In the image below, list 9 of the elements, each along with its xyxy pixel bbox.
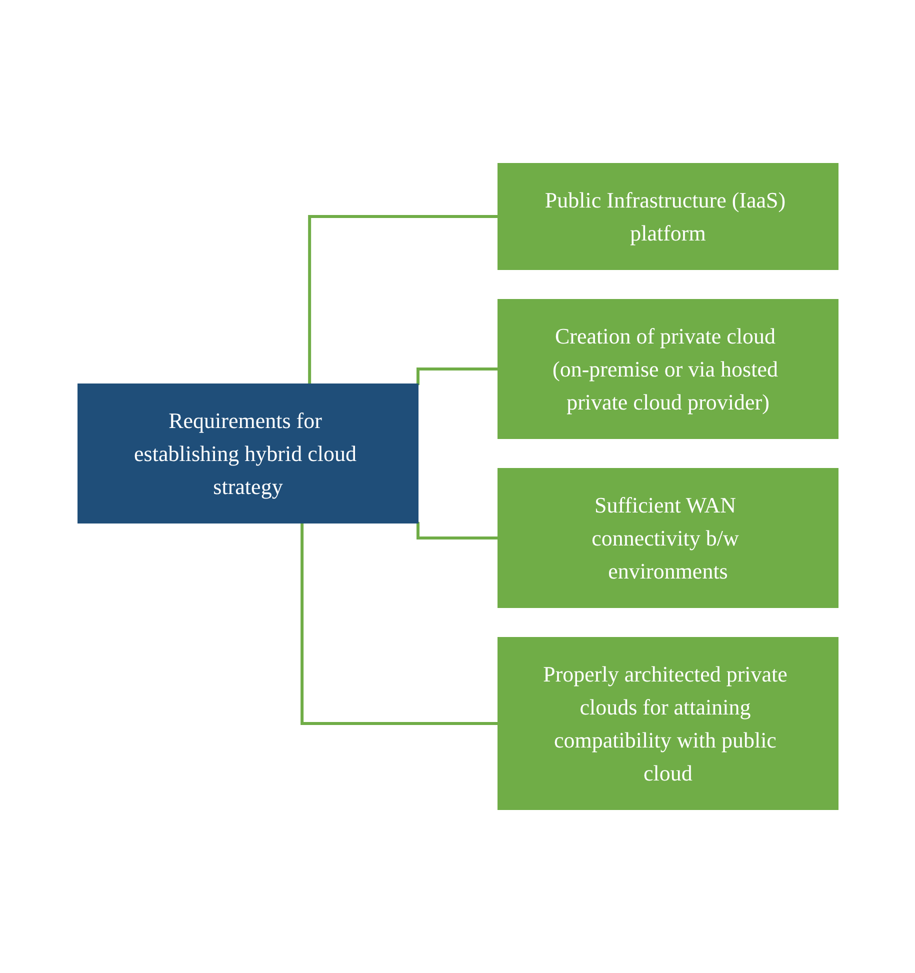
node-box: Public Infrastructure (IaaS) platform	[497, 163, 838, 270]
node-box: Creation of private cloud (on-premise or via hosted private cloud provider)	[497, 299, 838, 439]
node-box: Sufficient WAN connectivity b/w environments	[497, 468, 838, 608]
connector	[308, 215, 498, 384]
connector	[300, 523, 498, 725]
node-box: Properly architected private clouds for attaining compatibility with public cloud	[497, 637, 838, 810]
connector	[416, 522, 498, 540]
node-box: Requirements for establishing hybrid cloud strategy	[77, 384, 418, 524]
connector	[416, 368, 498, 386]
